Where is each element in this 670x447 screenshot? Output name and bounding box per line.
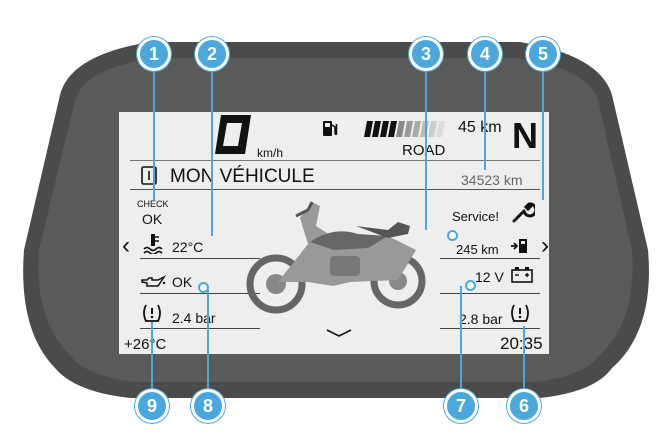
callout-5-line <box>542 60 544 200</box>
wrench-icon <box>512 202 535 223</box>
speed-unit: km/h <box>257 146 284 160</box>
callout-3-line <box>425 60 427 230</box>
callout-badge-7: 7 <box>444 389 478 423</box>
coolant-temp-value: 22°C <box>172 239 204 255</box>
callout-8-line <box>207 290 209 392</box>
odometer-value: 34523 km <box>461 172 523 188</box>
callout-2-line <box>211 60 213 236</box>
right-divider-3 <box>440 328 540 329</box>
fuel-refill-icon <box>511 239 527 253</box>
menu-underline <box>130 189 540 190</box>
service-label: Service! <box>452 209 499 224</box>
remaining-range: 245 km <box>456 242 499 257</box>
battery-voltage: 12 V <box>475 269 504 285</box>
ambient-temperature: +26°C <box>124 336 167 353</box>
rear-tyre-pressure: 2.8 bar <box>459 311 503 327</box>
battery-icon <box>511 267 533 283</box>
speed-digit-display <box>215 115 251 154</box>
left-divider-1 <box>140 258 260 259</box>
callout-badge-1: 1 <box>137 37 171 71</box>
left-divider-2 <box>140 293 260 294</box>
callout-badge-4: 4 <box>468 37 502 71</box>
scroll-down-chevron-icon[interactable] <box>325 325 353 337</box>
front-tyre-pressure: 2.4 bar <box>172 310 216 326</box>
motorcycle-image <box>246 201 426 314</box>
left-divider-3 <box>140 328 260 329</box>
callout-6-line <box>523 326 525 392</box>
previous-page-arrow[interactable]: ‹ <box>122 232 130 259</box>
status-divider <box>130 160 540 161</box>
callout-9-line <box>151 322 153 392</box>
gear-indicator: N <box>512 115 538 156</box>
callout-1-line <box>153 60 155 200</box>
menu-title: MON VÉHICULE <box>170 166 315 187</box>
callout-4-line <box>484 60 486 170</box>
right-divider-1 <box>440 258 540 259</box>
callout-7-line <box>460 286 462 392</box>
drive-mode-bars-icon <box>364 121 445 137</box>
tyre-pressure-rear-icon <box>511 304 529 322</box>
check-status: OK <box>142 211 163 227</box>
tyre-pressure-front-icon <box>143 304 161 322</box>
callout-3-anchor <box>447 230 458 241</box>
callout-badge-3: 3 <box>409 37 443 71</box>
callout-badge-8: 8 <box>191 389 225 423</box>
callout-8-anchor <box>198 282 209 293</box>
book-icon <box>141 166 157 185</box>
fuel-range-value: 45 km <box>458 119 502 136</box>
callout-7-anchor <box>465 280 476 291</box>
right-divider-2 <box>440 293 540 294</box>
callout-badge-2: 2 <box>195 37 229 71</box>
oil-can-icon <box>141 275 166 287</box>
clock: 20:35 <box>500 334 543 353</box>
next-page-arrow[interactable]: › <box>541 232 549 259</box>
fuel-pump-icon <box>323 121 338 136</box>
oil-status: OK <box>172 274 193 290</box>
riding-mode-label: ROAD <box>402 142 446 159</box>
callout-badge-5: 5 <box>526 37 560 71</box>
coolant-temp-icon <box>143 234 163 254</box>
check-label: CHECK <box>137 199 169 209</box>
callout-badge-6: 6 <box>507 389 541 423</box>
callout-badge-9: 9 <box>135 389 169 423</box>
